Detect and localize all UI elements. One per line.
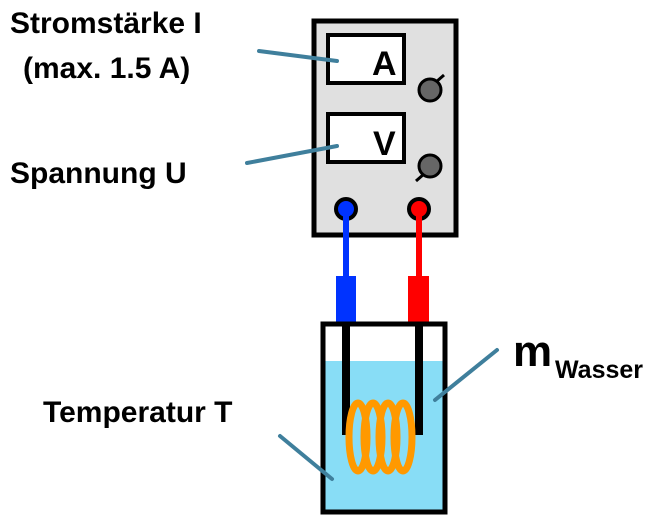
current-label: Stromstärke I bbox=[10, 7, 202, 40]
heating-coil bbox=[345, 399, 416, 475]
voltage-knob bbox=[415, 153, 443, 183]
voltmeter-symbol: V bbox=[373, 125, 396, 163]
negative-cable bbox=[343, 209, 349, 279]
beaker bbox=[320, 321, 448, 515]
negative-plug bbox=[336, 276, 356, 322]
mass-subscript: Wasser bbox=[555, 356, 643, 384]
voltmeter-display bbox=[326, 112, 406, 164]
voltage-pointer-line bbox=[245, 144, 339, 165]
current-max-label: (max. 1.5 A) bbox=[23, 52, 190, 85]
positive-plug bbox=[408, 276, 429, 322]
mass-pointer-line bbox=[433, 348, 499, 402]
current-pointer-line bbox=[257, 49, 339, 63]
current-knob bbox=[417, 73, 445, 103]
ammeter-display bbox=[326, 33, 406, 85]
temperature-pointer-line bbox=[278, 434, 334, 481]
positive-cable bbox=[416, 209, 422, 279]
temperature-label: Temperatur T bbox=[43, 396, 232, 429]
mass-label: m bbox=[513, 327, 552, 376]
ammeter-symbol: A bbox=[372, 45, 397, 83]
voltage-label: Spannung U bbox=[10, 157, 187, 190]
